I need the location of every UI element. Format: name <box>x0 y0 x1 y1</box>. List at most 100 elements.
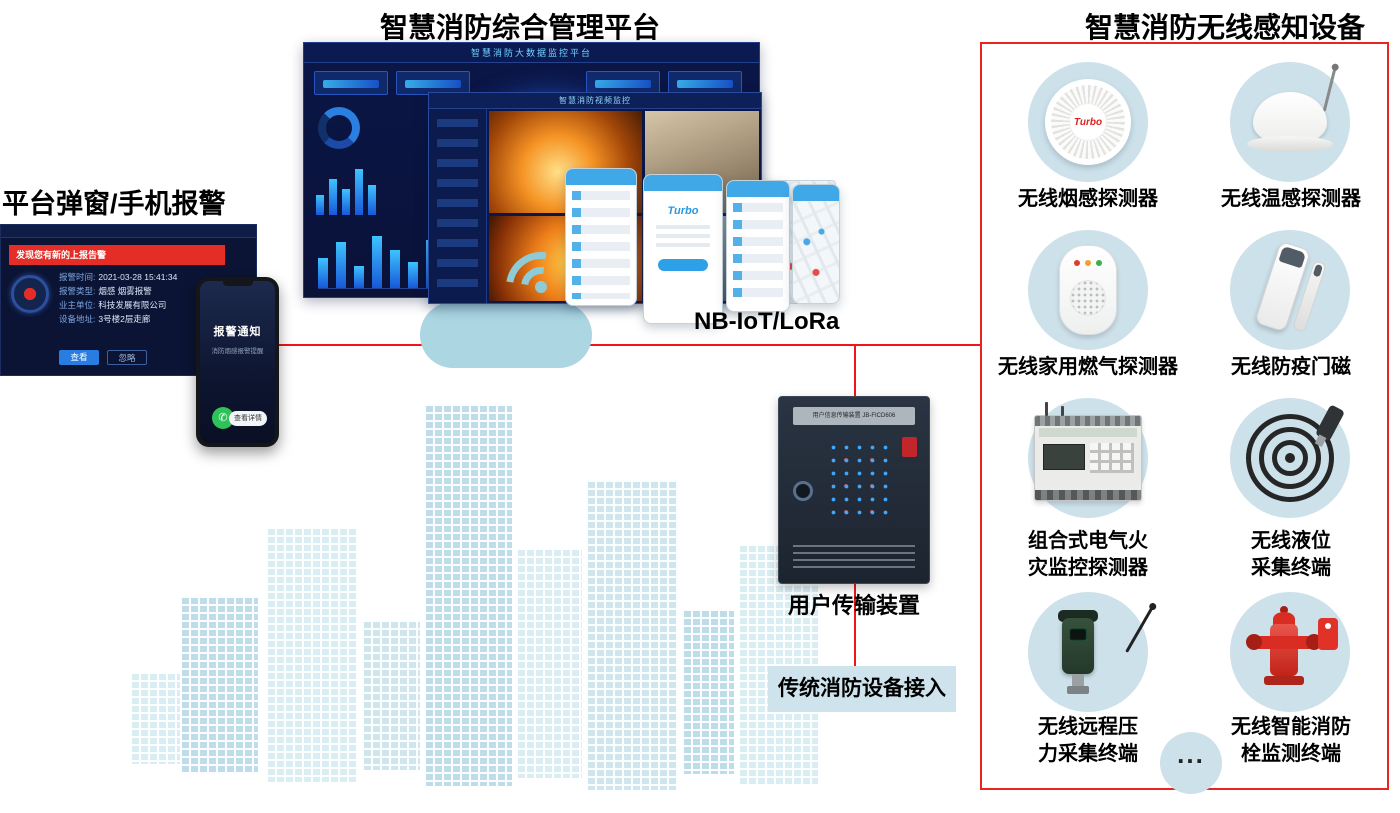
chart-bar <box>355 169 363 215</box>
hydrant-terminal-image <box>1230 592 1350 712</box>
app-login-button <box>658 259 708 271</box>
speaker-grille <box>1070 280 1106 316</box>
video-sidebar <box>429 109 487 303</box>
alarm-phone: 报警通知 消防烟感报警提醒 ✆ 查看详情 <box>196 277 279 447</box>
connector-to-traditional <box>854 584 856 666</box>
mini-bar-chart <box>316 161 400 215</box>
led-yellow <box>1085 260 1091 266</box>
transmission-red-sticker <box>902 437 917 457</box>
transmission-device: 用户信息传输装置 JB-FICD606 <box>778 396 930 584</box>
led-red <box>1074 260 1080 266</box>
gauge-display <box>1069 628 1087 641</box>
building <box>586 480 678 790</box>
alarm-confirm-button[interactable]: 查看 <box>59 350 99 365</box>
alarm-ignore-button[interactable]: 忽略 <box>107 350 147 365</box>
app-form-lines <box>655 225 711 251</box>
cable-hub <box>1285 453 1295 463</box>
stat-chip <box>668 71 742 95</box>
app-header-bar <box>566 169 636 185</box>
building <box>738 544 818 784</box>
transmission-device-label: 用户传输装置 <box>787 593 920 618</box>
hydrant-icon <box>1240 606 1340 698</box>
label-band <box>1039 428 1137 437</box>
building <box>130 672 182 764</box>
hydrant-tip <box>1280 606 1288 614</box>
door-magnet-label: 无线防疫门磁 <box>1231 356 1351 378</box>
building <box>180 596 258 774</box>
stat-chip <box>586 71 660 95</box>
chart-bar <box>329 179 337 215</box>
smoke-detector-label: 无线烟感探测器 <box>1018 188 1158 210</box>
city-illustration <box>118 398 818 792</box>
devices-title: 智慧消防无线感知设备 <box>1084 12 1365 43</box>
building <box>362 620 420 770</box>
app-phone-list <box>726 180 790 312</box>
gas-detector-label: 无线家用燃气探测器 <box>998 356 1178 378</box>
electrical-monitor-icon <box>1034 415 1142 501</box>
alarm-dashboard-header <box>1 225 256 238</box>
transmission-device-plate: 用户信息传输装置 JB-FICD606 <box>793 407 915 425</box>
alarm-banner: 发现您有新的上报告警 <box>9 245 225 265</box>
chart-bar <box>318 258 328 288</box>
door-magnet-icon <box>1237 232 1343 348</box>
call-accept-button[interactable]: ✆ <box>212 407 234 429</box>
terminal-strip-bottom <box>1035 490 1141 500</box>
app-phone-map <box>792 184 840 304</box>
phone-call-icon: ✆ <box>218 412 228 424</box>
building <box>516 548 582 778</box>
led-green <box>1096 260 1102 266</box>
gauge-stem <box>1072 674 1084 686</box>
alarm-field-value: 科技发展有限公司 <box>98 300 167 310</box>
pressure-terminal-image <box>1028 592 1154 712</box>
alarm-row: 业主单位:科技发展有限公司 <box>59 299 252 313</box>
transmission-led-grid <box>827 441 893 519</box>
pressure-terminal-icon <box>1040 602 1154 702</box>
chart-bar <box>390 250 400 288</box>
gauge-nut <box>1067 686 1089 694</box>
building <box>682 609 734 774</box>
phone-screen: 报警通知 消防烟感报警提醒 ✆ 查看详情 <box>200 281 275 443</box>
alarm-title: 平台弹窗/手机报警 <box>2 189 226 219</box>
chart-bar <box>336 242 346 288</box>
view-detail-button[interactable]: 查看详情 <box>229 411 267 426</box>
alarm-field-label: 业主单位: <box>59 300 96 310</box>
liquid-level-icon <box>1246 404 1346 502</box>
electrical-monitor-image <box>1028 398 1148 518</box>
alarm-field-value: 2021-03-28 15:41:34 <box>98 272 178 282</box>
cable-coil <box>1246 414 1334 502</box>
app-map-view <box>793 201 839 303</box>
app-phone-list <box>565 168 637 306</box>
stat-chip <box>314 71 388 95</box>
alarm-field-value: 3号楼2层走廊 <box>98 314 151 324</box>
temp-base <box>1247 136 1333 152</box>
alarm-gauge-icon <box>11 275 49 313</box>
chart-bar <box>354 266 364 288</box>
cable-coil <box>1272 440 1308 476</box>
gauge-body <box>1062 618 1094 674</box>
pressure-terminal-label: 无线远程压 力采集终端 <box>1038 716 1138 765</box>
video-dashboard-header: 智慧消防视频监控 <box>429 93 761 109</box>
transmission-lock-knob <box>793 481 813 501</box>
smoke-detector-icon: Turbo <box>1045 79 1131 165</box>
hydrant-tag <box>1318 618 1338 650</box>
chart-bar <box>368 185 376 215</box>
alarm-field-label: 设备地址: <box>59 314 96 324</box>
app-header-bar <box>793 185 839 201</box>
platform-title: 智慧消防综合管理平台 <box>379 12 660 43</box>
keypad <box>1090 443 1134 473</box>
chart-bar <box>316 195 324 215</box>
smoke-center: Turbo <box>1069 103 1107 141</box>
building <box>424 404 512 786</box>
app-phone-login: Turbo <box>643 174 723 324</box>
smoke-detector-image: Turbo <box>1028 62 1148 182</box>
temp-dome <box>1253 92 1327 144</box>
terminal-strip-top <box>1035 416 1141 426</box>
alarm-field-label: 报警时间: <box>59 272 96 282</box>
alarm-field-value: 烟感 烟雾报警 <box>98 286 152 296</box>
door-magnet-image <box>1230 230 1350 350</box>
liquid-level-label: 无线液位 采集终端 <box>1251 530 1331 579</box>
connector-to-transmission <box>854 346 856 396</box>
chart-bar <box>372 236 382 288</box>
transmission-text-rows <box>793 545 915 571</box>
